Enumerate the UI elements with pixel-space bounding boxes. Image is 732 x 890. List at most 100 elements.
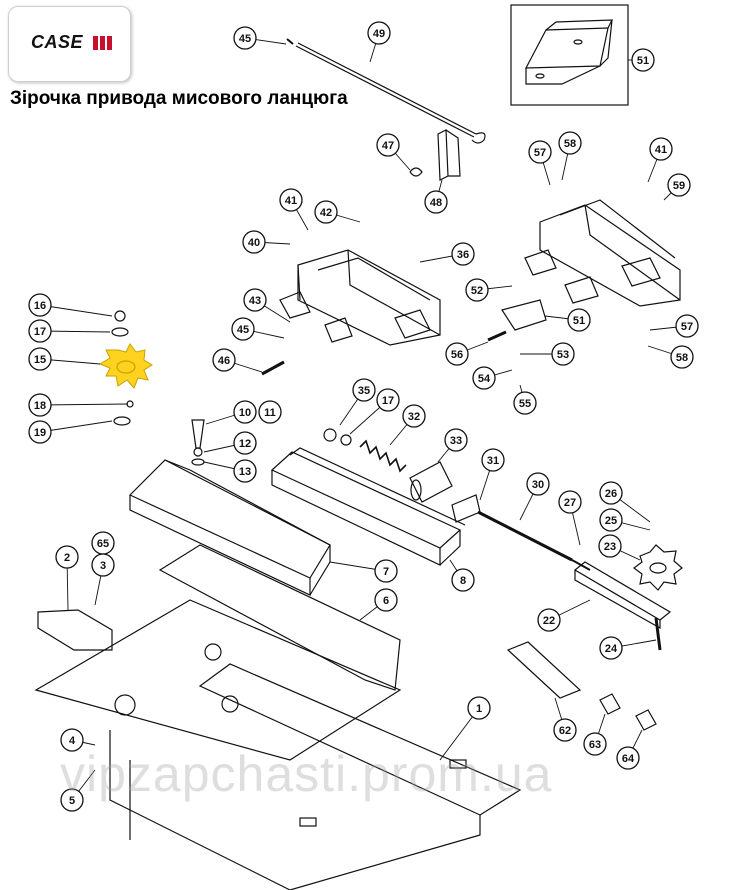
- callout-number: 48: [430, 197, 442, 209]
- callout-number: 40: [248, 237, 260, 249]
- bracket-51: [501, 299, 547, 331]
- bracket-48: [437, 129, 461, 181]
- callout-18: 18: [28, 393, 52, 417]
- logo-ih-mark: [93, 36, 113, 50]
- callout-2: 2: [55, 545, 79, 569]
- callout-number: 32: [408, 411, 420, 423]
- callout-40: 40: [242, 230, 266, 254]
- callout-8: 8: [451, 568, 475, 592]
- callout-5: 5: [60, 788, 84, 812]
- callout-31: 31: [481, 448, 505, 472]
- callout-63: 63: [583, 732, 607, 756]
- callout-22: 22: [537, 608, 561, 632]
- callout-number: 46: [218, 355, 230, 367]
- callout-45: 45: [231, 317, 255, 341]
- callout-59: 59: [667, 173, 691, 197]
- callout-number: 7: [383, 566, 389, 578]
- callout-number: 31: [487, 455, 499, 467]
- watermark: vipzapchasti.prom.ua: [60, 746, 553, 802]
- callout-number: 64: [622, 753, 635, 765]
- callout-45: 45: [233, 26, 257, 50]
- callout-49: 49: [367, 21, 391, 45]
- callout-number: 19: [34, 427, 46, 439]
- callout-43: 43: [243, 288, 267, 312]
- callout-number: 33: [450, 435, 462, 447]
- threaded-shaft-30: [477, 510, 591, 571]
- callout-number: 3: [100, 560, 106, 572]
- logo-wordmark: CASE: [31, 32, 84, 52]
- leader-line-16: [39, 304, 113, 317]
- case-ih-logo: CASE: [8, 6, 131, 82]
- link-63: [599, 693, 621, 715]
- callout-30: 30: [526, 472, 550, 496]
- tie-rod-49: [286, 38, 486, 144]
- snap-ring-19: [113, 416, 131, 426]
- callout-number: 59: [673, 180, 685, 192]
- leader-line-19: [39, 420, 113, 433]
- washer-13: [191, 458, 205, 466]
- callout-15: 15: [28, 347, 52, 371]
- callout-6: 6: [374, 588, 398, 612]
- callout-number: 10: [239, 407, 251, 419]
- callout-35: 35: [352, 378, 376, 402]
- callout-56: 56: [445, 342, 469, 366]
- callout-number: 47: [382, 140, 394, 152]
- callout-24: 24: [599, 636, 623, 660]
- lockwasher-12: [193, 447, 203, 457]
- callout-number: 35: [358, 385, 370, 397]
- callout-51: 51: [567, 308, 591, 332]
- callout-52: 52: [465, 278, 489, 302]
- channel-7: [128, 459, 331, 596]
- chain-link-62: [506, 641, 582, 699]
- callout-number: 58: [564, 138, 576, 150]
- washer-17b: [340, 434, 352, 446]
- plate-31: [451, 494, 481, 523]
- callout-number: 24: [605, 643, 618, 655]
- callout-64: 64: [616, 746, 640, 770]
- callout-25: 25: [599, 508, 623, 532]
- sprocket-23: [633, 544, 683, 591]
- bolt-24: [654, 617, 662, 651]
- callout-number: 18: [34, 400, 46, 412]
- callout-41: 41: [649, 137, 673, 161]
- washer-16: [114, 310, 126, 322]
- callout-55: 55: [513, 391, 537, 415]
- callout-41: 41: [279, 188, 303, 212]
- washer-17: [111, 327, 129, 337]
- callout-32: 32: [402, 404, 426, 428]
- callout-number: 6: [383, 595, 389, 607]
- callout-57: 57: [675, 314, 699, 338]
- callout-47: 47: [376, 133, 400, 157]
- spring-32: [359, 439, 407, 473]
- callout-3: 3: [91, 553, 115, 577]
- callout-number: 43: [249, 295, 261, 307]
- callout-number: 5: [69, 795, 75, 807]
- callout-number: 30: [532, 479, 544, 491]
- pin-46: [261, 360, 285, 376]
- callout-62: 62: [553, 718, 577, 742]
- guide-rail-8: [270, 447, 466, 566]
- base-frame-1: [34, 599, 522, 890]
- callout-number: 17: [382, 395, 394, 407]
- callout-number: 56: [451, 349, 463, 361]
- callout-number: 17: [34, 326, 46, 338]
- callout-57: 57: [528, 140, 552, 164]
- callout-number: 45: [237, 324, 249, 336]
- callout-65: 65: [91, 531, 115, 555]
- callout-11: 11: [258, 400, 282, 424]
- left-guide-frame: [279, 249, 441, 346]
- callout-number: 53: [557, 349, 569, 361]
- callout-number: 4: [69, 735, 76, 747]
- callout-number: 42: [320, 207, 332, 219]
- callout-36: 36: [451, 242, 475, 266]
- callout-19: 19: [28, 420, 52, 444]
- callout-54: 54: [472, 366, 496, 390]
- callout-number: 41: [655, 144, 667, 156]
- bolt-56: [487, 330, 507, 342]
- callout-number: 36: [457, 249, 469, 261]
- callout-46: 46: [212, 348, 236, 372]
- page-title: Зірочка привода мисового ланцюга: [10, 88, 348, 109]
- callout-17: 17: [28, 319, 52, 343]
